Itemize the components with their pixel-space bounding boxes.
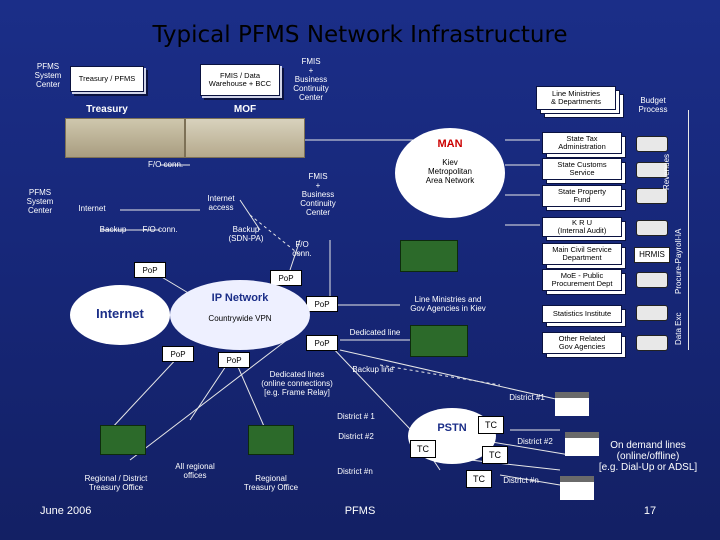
data-exc-label: Data Exc	[674, 312, 683, 345]
line-ministries-stack: Line Ministries & Departments	[536, 86, 624, 118]
pop-node: PoP	[162, 346, 194, 362]
fmis-data-warehouse-box: FMIS / Data Warehouse + BCC	[200, 64, 280, 96]
ip-network-label: IP Network	[211, 292, 269, 304]
on-demand-label: On demand lines (online/offline) [e.g. D…	[598, 440, 698, 473]
pop-node: PoP	[306, 296, 338, 312]
regional-district-label: Regional / District Treasury Office	[84, 474, 148, 492]
mof-building-image	[185, 118, 305, 158]
database-icon	[636, 136, 668, 152]
district-office-icon	[565, 432, 599, 456]
backup-sdn-label: Backup (SDN-PA)	[228, 225, 264, 243]
dedicated-line-label: Dedicated line	[349, 328, 401, 337]
agency-stack-5: Main Civil Service Department	[542, 243, 626, 269]
agency-box: Other Related Gov Agencies	[542, 332, 622, 354]
footer-page-number: 17	[643, 505, 657, 517]
agency-stack-8: Other Related Gov Agencies	[542, 332, 626, 358]
internet-big-label: Internet	[96, 306, 144, 321]
districtn-right-label: District #n	[503, 476, 539, 485]
agency-stack-4: K R U (Internal Audit)	[542, 217, 626, 243]
fmis-bcc-mid-label: FMIS + Business Continuity Center	[300, 172, 336, 217]
districtn-mid-label: District #n	[337, 467, 373, 476]
agency-stack-1: State Tax Administration	[542, 132, 626, 158]
agency-stack-6: MoE - Public Procurement Dept	[542, 269, 626, 295]
countrywide-vpn-label: Countrywide VPN	[208, 314, 272, 323]
pop-node: PoP	[270, 270, 302, 286]
all-regional-label: All regional offices	[175, 462, 215, 480]
man-cloud	[395, 128, 505, 218]
pfms-system-center-label: PFMS System Center	[34, 62, 62, 89]
regional-treasury-office-image	[248, 425, 294, 455]
page-title: Typical PFMS Network Infrastructure	[152, 22, 568, 48]
district-office-icon	[555, 392, 589, 416]
fo-conn-mid-label: F/O conn.	[142, 225, 178, 234]
district1-mid-label: District # 1	[337, 412, 375, 421]
dedicated-lines-label: Dedicated lines (online connections) [e.…	[261, 370, 333, 397]
internet-cloud	[70, 285, 170, 345]
backup-line-label: Backup line	[352, 365, 394, 374]
database-icon	[636, 220, 668, 236]
tc-node: TC	[466, 470, 492, 488]
database-icon	[636, 272, 668, 288]
ministry-building-image	[400, 240, 458, 272]
footer-center: PFMS	[344, 505, 376, 517]
regional-district-office-image	[100, 425, 146, 455]
pop-node: PoP	[306, 335, 338, 351]
fo-conn-right-label: F/O conn.	[292, 240, 312, 258]
treasury-label: Treasury	[86, 104, 128, 115]
tc-node: TC	[410, 440, 436, 458]
line-ministries-kiev-label: Line Ministries and Gov Agencies in Kiev	[410, 295, 486, 313]
agency-stack-3: State Property Fund	[542, 185, 626, 211]
regional-treasury-label: Regional Treasury Office	[243, 474, 299, 492]
agency-box: State Property Fund	[542, 185, 622, 207]
pfms-system-center-mid-label: PFMS System Center	[26, 188, 54, 215]
database-icon	[636, 305, 668, 321]
agency-box: K R U (Internal Audit)	[542, 217, 622, 237]
database-icon	[636, 162, 668, 178]
district2-right-label: District #2	[517, 437, 553, 446]
agency-box: Main Civil Service Department	[542, 243, 622, 265]
footer-date: June 2006	[40, 505, 92, 517]
fmis-bcc-label-top: FMIS + Business Continuity Center	[293, 57, 329, 102]
mof-label: MOF	[233, 104, 257, 115]
pop-node: PoP	[218, 352, 250, 368]
hrmis-box: HRMIS	[634, 247, 670, 263]
agency-box: Statistics Institute	[542, 305, 622, 323]
pop-node: PoP	[134, 262, 166, 278]
man-label: MAN	[437, 138, 463, 150]
revenues-label: Revenues	[662, 153, 671, 190]
kiev-man-label: Kiev Metropolitan Area Network	[425, 158, 475, 185]
pstn-label: PSTN	[437, 422, 467, 434]
district2-mid-label: District #2	[338, 432, 374, 441]
district1-right-label: District #1	[509, 393, 545, 402]
ip-network-cloud	[170, 280, 310, 350]
fo-conn-top-label: F/O conn.	[148, 160, 184, 169]
agency-stack-7: Statistics Institute	[542, 305, 626, 331]
side-divider	[688, 110, 689, 350]
treasury-pfms-box: Treasury / PFMS	[70, 66, 144, 92]
internet-access-label: Internet access	[207, 194, 235, 212]
agency-box: State Customs Service	[542, 158, 622, 180]
line-ministries-box: Line Ministries & Departments	[536, 86, 616, 110]
agency-box: MoE - Public Procurement Dept	[542, 269, 622, 291]
tc-node: TC	[478, 416, 504, 434]
agency-stack-2: State Customs Service	[542, 158, 626, 184]
agency-building-image	[410, 325, 468, 357]
procure-payroll-label: Procure-Payroll-IA	[674, 228, 683, 294]
internet-small-label: Internet	[78, 204, 106, 213]
database-icon	[636, 188, 668, 204]
tc-node: TC	[482, 446, 508, 464]
backup-left-label: Backup	[99, 225, 127, 234]
budget-process-label: Budget Process	[638, 96, 668, 114]
treasury-building-image	[65, 118, 185, 158]
agency-box: State Tax Administration	[542, 132, 622, 154]
database-icon	[636, 335, 668, 351]
district-office-icon	[560, 476, 594, 500]
